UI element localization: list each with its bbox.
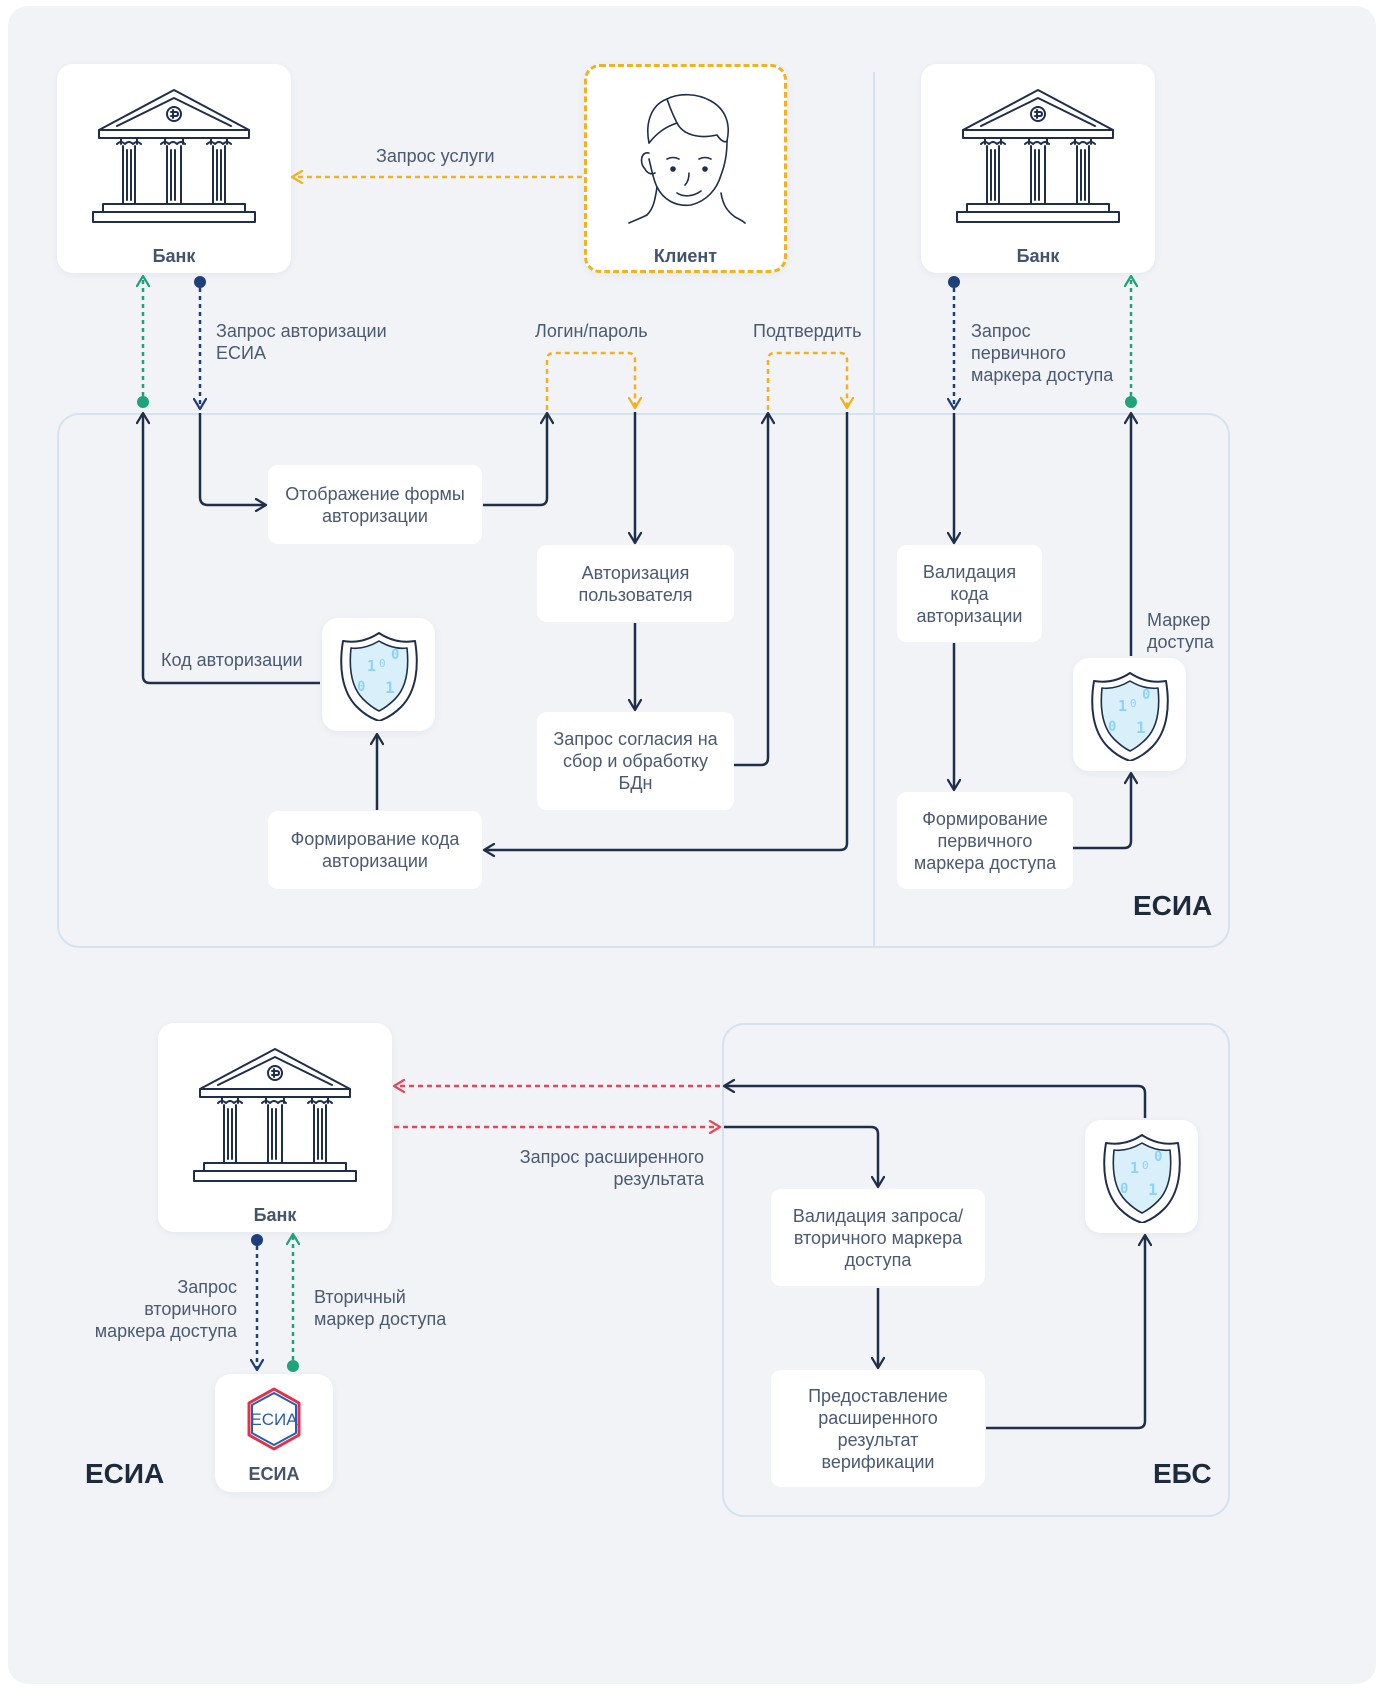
svg-text:1: 1 [1148, 1180, 1158, 1199]
client-card: Клиент [584, 64, 787, 273]
label-primary-token-request: Запрос первичного маркера доступа [971, 321, 1114, 385]
esia-region-top [57, 413, 1230, 948]
label-login-password: Логин/пароль [535, 321, 648, 341]
validate-code-box: Валидация кода авторизации [897, 545, 1042, 642]
bank-label: Банк [253, 1205, 297, 1225]
ebs-token-card: 1 0 0 0 1 [1085, 1120, 1198, 1233]
label-secondary-token: Вторичный маркер доступа [314, 1287, 447, 1329]
region-title-esia-top: ЕСИА [1133, 890, 1213, 921]
svg-text:1: 1 [1136, 718, 1146, 737]
esia-card-label: ЕСИА [248, 1464, 300, 1484]
svg-text:1: 1 [385, 678, 395, 697]
ebs-region [722, 1023, 1230, 1517]
auth-code-token-card: 1 0 0 0 1 [322, 618, 435, 731]
label-access-token: Маркер доступа [1147, 610, 1214, 652]
bank-card-top-left: Банк [57, 64, 291, 273]
access-token-card: 1 0 0 0 1 [1073, 658, 1186, 771]
user-auth-box: Авторизация пользователя [537, 545, 734, 622]
arrow-provide-to-token [986, 1235, 1145, 1430]
svg-text:0: 0 [1108, 719, 1116, 735]
svg-text:1: 1 [1130, 1159, 1139, 1177]
arrow-to-show-form [198, 413, 266, 505]
show-form-box: Отображение формы авторизации [268, 465, 482, 544]
arrow-confirm-to-form-code [484, 412, 849, 850]
bank-label: Банк [152, 246, 196, 266]
region-title-esia-bottom: ЕСИА [85, 1458, 165, 1489]
bank-card-bottom: Банк [158, 1023, 392, 1232]
bank-card-top-right: Банк [921, 64, 1155, 273]
svg-text:0: 0 [1154, 1149, 1162, 1165]
consent-box: Запрос согласия на сбор и обработку БДн [537, 712, 734, 810]
svg-text:0: 0 [391, 647, 399, 663]
shield-token-icon: 1 0 0 0 1 [340, 632, 418, 721]
form-code-box: Формирование кода авторизации [268, 811, 482, 889]
svg-text:0: 0 [1142, 687, 1150, 703]
arrow-login-password [545, 351, 635, 410]
arrow-form-primary-to-token [1073, 773, 1131, 850]
svg-text:0: 0 [357, 679, 365, 695]
bank-label: Банк [1016, 246, 1060, 266]
shield-token-icon: 1 0 0 0 1 [1091, 672, 1169, 761]
label-confirm: Подтвердить [753, 321, 862, 341]
bank-building-icon [956, 89, 1120, 223]
form-primary-box: Формирование первичного маркера доступа [897, 792, 1073, 889]
arrow-to-validate-request [724, 1125, 878, 1187]
svg-text:1: 1 [367, 657, 376, 675]
svg-text:0: 0 [1130, 697, 1137, 710]
svg-text:0: 0 [379, 657, 386, 670]
region-title-ebs: ЕБС [1153, 1458, 1212, 1489]
arrow-form-to-login [483, 413, 547, 507]
esia-logo-card: ЕСИА ЕСИА [215, 1374, 333, 1492]
bank-building-icon [92, 89, 256, 223]
person-icon [628, 93, 746, 224]
bank-building-icon [193, 1048, 357, 1182]
svg-text:0: 0 [1120, 1181, 1128, 1197]
validate-request-box: Валидация запроса/ вторичного маркера до… [771, 1189, 985, 1286]
label-service-request: Запрос услуги [376, 146, 495, 166]
label-auth-code: Код авторизации [161, 650, 303, 670]
arrow-token-to-bank-return [143, 413, 320, 685]
provide-result-box: Предоставление расширенного результат ве… [771, 1370, 985, 1487]
svg-text:0: 0 [1142, 1159, 1149, 1172]
arrow-confirm [766, 351, 847, 410]
label-secondary-token-request: Запрос вторичного маркера доступа [94, 1277, 237, 1341]
label-esia-auth-request: Запрос авторизации ЕСИА [216, 321, 387, 363]
client-label: Клиент [653, 246, 718, 266]
arrow-token-to-result [724, 1086, 1147, 1118]
esia-logo-text: ЕСИА [250, 1410, 298, 1429]
shield-token-icon: 1 0 0 0 1 [1103, 1134, 1181, 1223]
svg-text:1: 1 [1118, 697, 1127, 715]
label-extended-result-request: Запрос расширенного результата [519, 1147, 704, 1189]
esia-logo-icon: ЕСИА [247, 1387, 301, 1451]
arrow-consent-to-confirm [734, 413, 768, 767]
